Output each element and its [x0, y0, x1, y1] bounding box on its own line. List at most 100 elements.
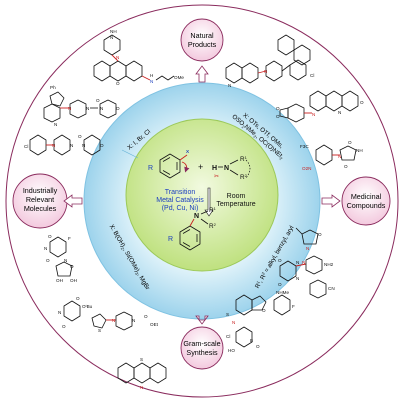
svg-text:O: O	[360, 100, 364, 105]
svg-text:O: O	[116, 106, 120, 111]
svg-text:O: O	[276, 114, 280, 119]
conditions-line1: Room	[227, 193, 246, 200]
svg-text:Cl: Cl	[24, 144, 28, 149]
node-natural-products: Natural Products	[180, 18, 224, 62]
reaction-scheme: X R + H N R1 R2 ✂ Transition Metal Catal…	[148, 149, 256, 251]
svg-text:OH: OH	[70, 278, 77, 283]
svg-text:O2N: O2N	[302, 166, 311, 171]
svg-text:N: N	[338, 154, 341, 159]
molecule-left-nucleoside: O F N N O O OH OH	[44, 234, 77, 283]
svg-text:N: N	[312, 112, 315, 117]
node-medicinal-compounds: Medicinal Compounds	[341, 176, 391, 226]
svg-text:H: H	[212, 165, 217, 172]
molecule-top-left: N NH N O N H OMe	[93, 29, 184, 86]
catalysis-line2: Metal Catalysis	[156, 197, 204, 204]
green-core	[125, 118, 279, 272]
svg-text:S: S	[98, 328, 101, 333]
svg-text:F: F	[68, 236, 71, 241]
svg-text:N: N	[296, 276, 299, 281]
svg-text:O: O	[70, 264, 74, 269]
svg-text:NH: NH	[356, 148, 363, 153]
svg-text:CN: CN	[328, 286, 335, 291]
node-bottom-line2: Synthesis	[186, 348, 218, 357]
svg-text:R: R	[168, 236, 173, 243]
molecule-right-dioxole: O O N	[276, 103, 315, 123]
svg-text:N: N	[150, 79, 153, 84]
svg-text:N: N	[52, 143, 55, 148]
svg-text:N: N	[132, 318, 135, 323]
svg-text:N: N	[110, 35, 113, 40]
svg-text:N: N	[116, 55, 119, 60]
arrow-to-right	[321, 194, 341, 208]
svg-text:O: O	[278, 282, 282, 287]
svg-text:OH: OH	[56, 278, 63, 283]
catalysis-line3: (Pd, Cu, Ni)	[162, 205, 199, 212]
svg-text:N: N	[302, 260, 305, 265]
svg-text:O: O	[348, 140, 352, 145]
svg-text:O: O	[318, 232, 322, 237]
svg-text:O: O	[276, 106, 280, 111]
svg-text:O: O	[100, 143, 104, 148]
plus-sign: +	[198, 162, 203, 172]
catalysis-line1: Transition	[165, 189, 196, 196]
svg-text:S: S	[226, 312, 229, 317]
molecule-bottom-phenothiazine: S N	[117, 357, 167, 390]
svg-text:OᵗBu: OᵗBu	[82, 304, 93, 309]
conditions-line2: Temperature	[216, 201, 255, 208]
svg-text:OMe: OMe	[174, 75, 184, 80]
svg-text:N: N	[264, 69, 267, 74]
arrow-to-top	[195, 65, 209, 83]
svg-text:O: O	[46, 258, 50, 263]
svg-text:Cl: Cl	[310, 73, 314, 78]
svg-text:O: O	[256, 344, 260, 349]
svg-text:N: N	[64, 258, 67, 263]
arrow-to-bottom	[195, 315, 209, 325]
svg-text:OEt: OEt	[150, 322, 159, 327]
svg-text:R2: R2	[240, 173, 248, 181]
node-left-line1: Industrially	[23, 186, 58, 195]
svg-text:N: N	[306, 246, 309, 251]
svg-text:NH2: NH2	[324, 262, 334, 267]
svg-text:R: R	[148, 165, 153, 172]
molecule-left-upper: Ph N N O N O N	[43, 85, 120, 127]
svg-text:O: O	[262, 308, 266, 313]
svg-text:N: N	[338, 110, 341, 115]
svg-text:HO: HO	[228, 348, 235, 353]
svg-text:NHMe: NHMe	[276, 290, 289, 295]
svg-text:N: N	[82, 143, 85, 148]
svg-text:✂: ✂	[214, 174, 219, 180]
svg-text:N: N	[44, 246, 47, 251]
molecule-bottom-right: O NHMe F S N Cl B O HO	[226, 290, 295, 353]
svg-text:S: S	[140, 357, 143, 362]
svg-text:N: N	[86, 106, 89, 111]
svg-text:N: N	[232, 320, 235, 325]
svg-text:R1: R1	[240, 155, 248, 163]
svg-text:O: O	[144, 314, 148, 319]
svg-text:F: F	[292, 304, 295, 309]
svg-text:R2: R2	[209, 222, 217, 230]
molecule-left-carbamate: O OᵗBu N O S N N O OEt	[58, 296, 159, 333]
svg-text:N: N	[140, 385, 143, 390]
svg-text:N: N	[70, 143, 73, 148]
node-industrially-relevant-molecules: Industrially Relevant Molecules	[12, 173, 68, 229]
molecule-right-hydantoin: F3C O2N N O NH O	[300, 140, 363, 171]
node-top-line1: Natural	[190, 31, 214, 40]
molecule-right-uracil: O N N O N NH2 CN	[278, 255, 335, 299]
molecule-left-middle: Cl N N O N O	[24, 134, 104, 156]
molecule-right-lower: N O	[295, 227, 322, 251]
node-left-line2: Relevant	[26, 195, 54, 204]
svg-text:H: H	[150, 73, 153, 78]
svg-text:O: O	[344, 164, 348, 169]
svg-text:O: O	[96, 98, 100, 103]
svg-text:N: N	[68, 106, 71, 111]
molecule-right-upper: N O	[309, 90, 364, 115]
x-label: X	[186, 149, 190, 154]
svg-text:O: O	[116, 81, 120, 86]
svg-text:Ph: Ph	[50, 85, 56, 90]
svg-text:O: O	[62, 324, 66, 329]
node-right-line2: Compounds	[347, 201, 386, 210]
svg-text:N: N	[228, 83, 231, 88]
svg-text:O: O	[76, 296, 80, 301]
